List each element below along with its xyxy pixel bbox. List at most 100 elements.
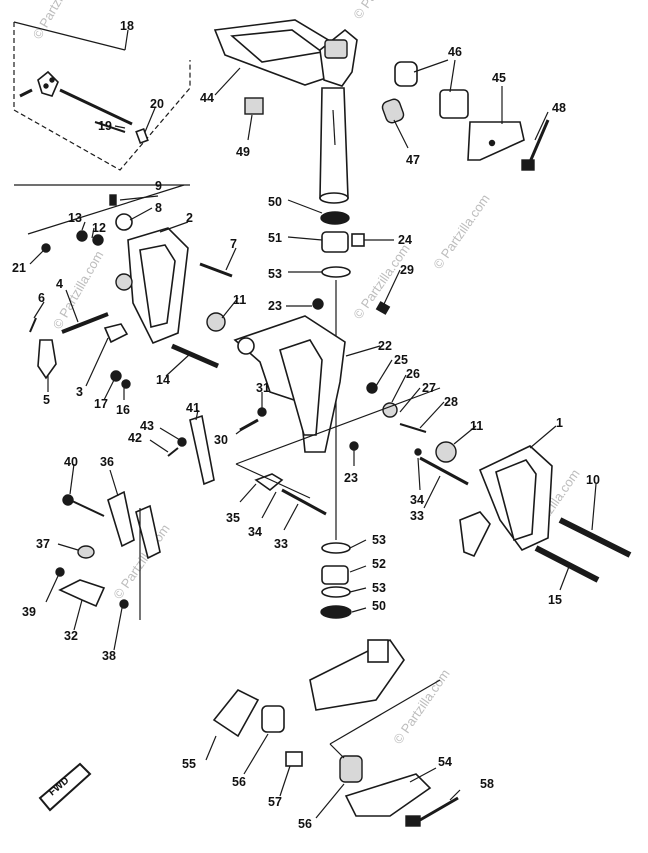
watermark-text: © Partzilla.com: [30, 0, 87, 42]
clamp-bracket-2: [115, 227, 189, 345]
callout-label: 46: [448, 45, 462, 59]
callout-label: 36: [100, 455, 114, 469]
ring-53-part: [321, 266, 351, 278]
callout-label: 1: [556, 416, 563, 430]
callout-label: 11: [470, 419, 483, 433]
callout-label: 42: [128, 431, 142, 445]
callout-label: 5: [43, 393, 50, 407]
callout-label: 43: [140, 419, 154, 433]
callout-label: 32: [64, 629, 78, 643]
link-35-part: [254, 473, 284, 492]
callout-label: 56: [298, 817, 312, 831]
watermark-text: © Partzilla.com: [430, 191, 493, 271]
callout-label: 10: [586, 473, 600, 487]
callout-label: 29: [400, 263, 414, 277]
kit-box-top: [13, 21, 126, 51]
callout-label: 3: [76, 385, 83, 399]
cap-47-part: [381, 98, 405, 124]
clamp-bracket-1: [459, 445, 553, 558]
kit-18-group: [13, 21, 191, 171]
bracket-plate-part: [37, 70, 59, 97]
lever-41-part: [189, 414, 215, 486]
callout-label: 13: [68, 211, 82, 225]
callout-label: 18: [120, 19, 134, 33]
callout-label: 15: [548, 593, 562, 607]
callout-label: 30: [214, 433, 228, 447]
nut-49-part: [244, 97, 264, 115]
bushing-51-part: [321, 231, 349, 253]
callout-label: 56: [232, 775, 246, 789]
callout-label: 53: [268, 267, 282, 281]
watermark-text: © Partzilla.com: [350, 0, 413, 22]
plate-45: [439, 89, 525, 161]
callout-label: 27: [422, 381, 436, 395]
callout-label: 11: [233, 293, 246, 307]
callout-label: 23: [344, 471, 358, 485]
callout-label: 22: [378, 339, 392, 353]
callout-label: 16: [116, 403, 130, 417]
callout-label: 57: [268, 795, 282, 809]
kit-box-outline: [13, 22, 191, 171]
callout-label: 54: [438, 755, 452, 769]
callout-label: 19: [98, 119, 112, 133]
cap-46-part: [394, 61, 418, 87]
callout-label: 34: [248, 525, 262, 539]
plate-54-part: [344, 773, 432, 817]
cap-56-part: [261, 705, 285, 733]
callout-label: 8: [155, 201, 162, 215]
callout-label: 31: [256, 381, 270, 395]
lower-housing: [309, 638, 405, 711]
callout-label: 25: [394, 353, 408, 367]
lever-group-36: [55, 490, 161, 609]
callout-label: 48: [552, 101, 566, 115]
bushing-52-part: [321, 565, 349, 585]
steering-shaft: [319, 87, 349, 204]
callout-label: 40: [64, 455, 78, 469]
callout-label: 24: [398, 233, 412, 247]
plate-3-part: [103, 323, 129, 344]
callout-label: 21: [12, 261, 26, 275]
callout-label: 58: [480, 777, 494, 791]
callout-label: 17: [94, 397, 108, 411]
fwd-arrow-icon: FWD: [38, 762, 92, 812]
clip-57-part: [285, 751, 303, 767]
callout-label: 45: [492, 71, 506, 85]
watermark-text: © Partzilla.com: [390, 666, 453, 746]
callout-label: 33: [410, 509, 424, 523]
callout-label: 35: [226, 511, 240, 525]
callout-label: 51: [268, 231, 282, 245]
callout-label: 37: [36, 537, 50, 551]
swivel-bracket-22: [233, 315, 346, 453]
callout-label: 47: [406, 153, 420, 167]
leader-lines: [14, 29, 597, 819]
callout-label: 2: [186, 211, 193, 225]
callout-label: 53: [372, 581, 386, 595]
callout-label: 34: [410, 493, 424, 507]
callout-label: 44: [200, 91, 214, 105]
steering-shaft-part: [319, 87, 349, 199]
clamp-5-part: [37, 339, 57, 380]
callout-label: 50: [268, 195, 282, 209]
callout-label: 6: [38, 291, 45, 305]
callout-label: 4: [56, 277, 63, 291]
callout-label: 52: [372, 557, 386, 571]
callout-label: 33: [274, 537, 288, 551]
callout-label: 49: [236, 145, 250, 159]
callout-label: 23: [268, 299, 282, 313]
steering-bracket-44: [213, 19, 358, 87]
callout-label: 14: [156, 373, 170, 387]
callout-label: 55: [182, 757, 196, 771]
callout-label: 39: [22, 605, 36, 619]
callout-label: 28: [444, 395, 458, 409]
callout-label: 41: [186, 401, 200, 415]
handle-55-part: [212, 688, 260, 738]
callout-label: 20: [150, 97, 164, 111]
bushing-8-part: [115, 213, 133, 231]
callout-label: 9: [155, 179, 162, 193]
washer-50-part: [320, 211, 350, 225]
callout-label: 53: [372, 533, 386, 547]
callout-label: 26: [406, 367, 420, 381]
callout-labels: 1 2 3 4 5 6 7 8 9 10 11 11 12 13 14 15 1…: [12, 19, 600, 831]
